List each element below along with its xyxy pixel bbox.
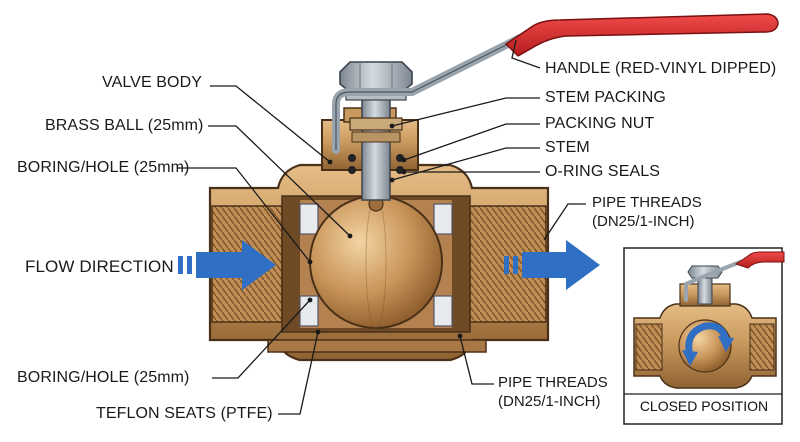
teflon-seats (299, 203, 453, 327)
label-pipe-threads-bottom-line2: (DN25/1-INCH) (498, 392, 601, 410)
label-boring-hole-bottom: BORING/HOLE (25mm) (17, 369, 190, 386)
label-o-ring-seals: O-RING SEALS (545, 163, 661, 180)
label-packing-nut: PACKING NUT (545, 115, 655, 132)
closed-position-inset (623, 247, 785, 425)
leader-dots (307, 123, 463, 339)
label-stem: STEM (545, 139, 590, 156)
label-boring-hole-top: BORING/HOLE (25mm) (17, 159, 190, 176)
label-handle: HANDLE (RED-VINYL DIPPED) (545, 60, 777, 77)
label-pipe-threads-right-line1: PIPE THREADS (592, 194, 702, 211)
label-flow-direction: FLOW DIRECTION (25, 257, 174, 276)
leader-lines (178, 39, 586, 415)
label-brass-ball: BRASS BALL (25mm) (45, 117, 204, 134)
inset-caption: CLOSED POSITION (639, 398, 769, 414)
flow-arrow-in (178, 240, 276, 290)
flow-arrow-out (504, 240, 600, 290)
label-valve-body: VALVE BODY (102, 74, 202, 91)
label-teflon-seats: TEFLON SEATS (PTFE) (96, 405, 273, 422)
label-stem-packing: STEM PACKING (545, 89, 666, 106)
label-pipe-threads-bottom: PIPE THREADS (DN25/1-INCH) (498, 374, 608, 412)
label-pipe-threads-bottom-line1: PIPE THREADS (498, 374, 608, 391)
label-pipe-threads-right-line2: (DN25/1-INCH) (592, 212, 695, 230)
valve-handle (332, 13, 779, 154)
label-pipe-threads-right: PIPE THREADS (DN25/1-INCH) (592, 194, 702, 232)
